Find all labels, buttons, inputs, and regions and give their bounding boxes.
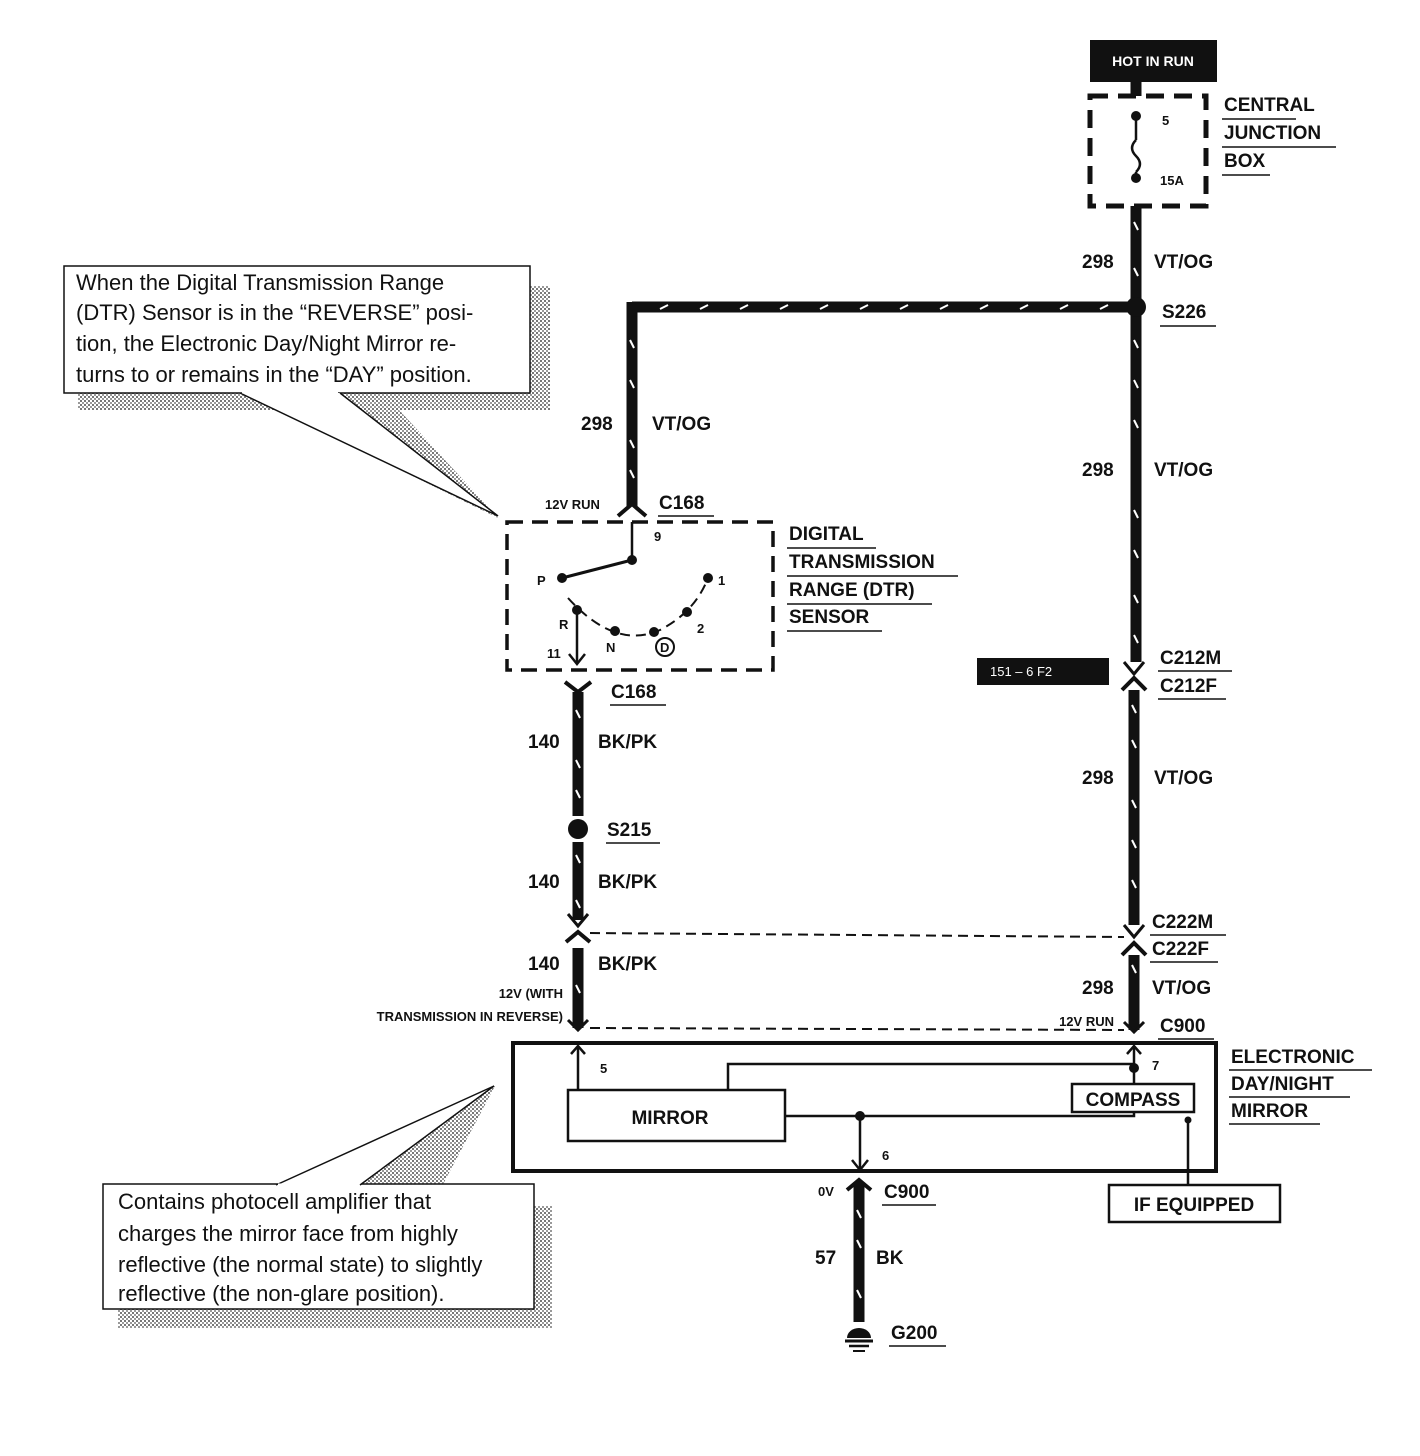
connector-c168-bottom-label: C168	[611, 682, 656, 703]
connector-c222f-label: C222F	[1152, 939, 1209, 960]
reference-tag-label: 151 – 6 F2	[990, 664, 1052, 679]
mirror-module-name-2: DAY/NIGHT	[1231, 1074, 1334, 1095]
wire-57-color: BK	[876, 1248, 904, 1269]
dtr-note-line-3: tion, the Electronic Day/Night Mirror re…	[76, 331, 456, 356]
dtr-position-2: 2	[697, 621, 704, 636]
dtr-position-d: D	[660, 640, 669, 655]
dtr-name-4: SENSOR	[789, 607, 870, 628]
junction-box-name-2: JUNCTION	[1224, 123, 1321, 144]
dtr-position-p: P	[537, 573, 546, 588]
dtr-sensor-box: P R N D 2 1 9 11	[505, 520, 775, 672]
dtr-position-r: R	[559, 617, 569, 632]
splice-s215-label: S215	[607, 820, 652, 841]
dtr-note-line-4: turns to or remains in the “DAY” positio…	[76, 362, 472, 387]
dtr-name-1: DIGITAL	[789, 524, 864, 545]
mirror-pin-6: 6	[882, 1148, 889, 1163]
wire-298-circuit-a: 298	[1082, 252, 1114, 273]
ground-g200-label: G200	[891, 1323, 937, 1344]
mirror-pin-5: 5	[600, 1061, 607, 1076]
dtr-name-2: TRANSMISSION	[789, 552, 935, 573]
connector-c900-dashed-link	[589, 1027, 1125, 1031]
dtr-callout: When the Digital Transmission Range (DTR…	[63, 265, 550, 518]
dtr-supply-label: 12V RUN	[545, 497, 600, 512]
mirror-module-box: 5 MIRROR 7 COMPASS 6	[511, 1041, 1218, 1185]
dtr-name-3: RANGE (DTR)	[789, 580, 915, 601]
mirror-pin-7: 7	[1152, 1058, 1159, 1073]
ground-icon	[845, 1328, 873, 1352]
junction-box-name-3: BOX	[1224, 151, 1266, 172]
wire-140-color-b: BK/PK	[598, 872, 657, 893]
connector-c222-dashed-link	[589, 932, 1125, 938]
voltage-run-label: 12V RUN	[1059, 1014, 1114, 1029]
mirror-callout: Contains photocell amplifier that charge…	[102, 1084, 552, 1328]
wire-298-circuit-b: 298	[581, 414, 613, 435]
wire-298-circuit-c: 298	[1082, 460, 1114, 481]
splice-s215	[568, 819, 588, 839]
wire-57-ground	[853, 1182, 865, 1322]
mirror-note-line-1: Contains photocell amplifier that	[118, 1189, 431, 1214]
mirror-note-line-4: reflective (the non-glare position).	[118, 1281, 445, 1306]
voltage-reverse-label-2: TRANSMISSION IN REVERSE)	[377, 1009, 563, 1024]
wire-298-circuit-d: 298	[1082, 768, 1114, 789]
connector-c212f-label: C212F	[1160, 676, 1217, 697]
connector-c900-bottom-icon	[845, 1177, 873, 1192]
dtr-position-n: N	[606, 640, 615, 655]
reference-tag	[977, 658, 1109, 685]
fuse-icon	[1130, 139, 1142, 173]
dtr-position-1: 1	[718, 573, 725, 588]
voltage-reverse-label-1: 12V (WITH	[499, 986, 563, 1001]
if-equipped-label: IF EQUIPPED	[1134, 1195, 1254, 1216]
mirror-element-label: MIRROR	[631, 1108, 708, 1129]
connector-c212m-label: C212M	[1160, 648, 1221, 669]
wire-140-circuit-c: 140	[528, 954, 560, 975]
mirror-note-line-2: charges the mirror face from highly	[118, 1221, 458, 1246]
splice-s226-label: S226	[1162, 302, 1206, 323]
connector-c900-top-label: C900	[1160, 1016, 1205, 1037]
wire-298-color-e: VT/OG	[1152, 978, 1211, 999]
wire-298-color-c: VT/OG	[1154, 460, 1213, 481]
dtr-note-line-2: (DTR) Sensor is in the “REVERSE” posi-	[76, 300, 473, 325]
mirror-module-name-1: ELECTRONIC	[1231, 1047, 1355, 1068]
connector-c168-bottom-icon	[563, 680, 593, 695]
wire-140-left	[572, 692, 584, 1028]
fuse-number: 5	[1162, 113, 1169, 128]
hot-in-run-badge: HOT IN RUN	[1090, 40, 1217, 82]
wire-140-color-a: BK/PK	[598, 732, 657, 753]
connector-c222m-label: C222M	[1152, 912, 1213, 933]
wire-140-color-c: BK/PK	[598, 954, 657, 975]
wire-298-circuit-e: 298	[1082, 978, 1114, 999]
wire-298-color-d: VT/OG	[1154, 768, 1213, 789]
hot-in-run-label: HOT IN RUN	[1112, 53, 1194, 69]
wire-57-circuit: 57	[815, 1248, 836, 1269]
dtr-note-line-1: When the Digital Transmission Range	[76, 270, 444, 295]
connector-c168-top-label: C168	[659, 493, 704, 514]
dtr-pin-11: 11	[547, 646, 561, 661]
fuse-rating: 15A	[1160, 173, 1184, 188]
wire-298-color-b: VT/OG	[652, 414, 711, 435]
mirror-note-line-3: reflective (the normal state) to slightl…	[118, 1252, 482, 1277]
compass-element-label: COMPASS	[1086, 1090, 1181, 1111]
dtr-pin-9: 9	[654, 529, 661, 544]
wire-140-circuit-a: 140	[528, 732, 560, 753]
voltage-ground-label: 0V	[818, 1184, 834, 1199]
if-equipped-box	[1107, 1183, 1282, 1224]
junction-box-name-1: CENTRAL	[1224, 95, 1315, 116]
connector-c900-bottom-label: C900	[884, 1182, 929, 1203]
mirror-module-name-3: MIRROR	[1231, 1101, 1308, 1122]
wire-298-top	[626, 301, 1136, 506]
wire-140-circuit-b: 140	[528, 872, 560, 893]
connector-c168-top-icon	[616, 501, 648, 518]
wire-298-color-a: VT/OG	[1154, 252, 1213, 273]
central-junction-box: 5 15A	[1087, 82, 1209, 209]
wire-298-right	[1128, 206, 1142, 1030]
